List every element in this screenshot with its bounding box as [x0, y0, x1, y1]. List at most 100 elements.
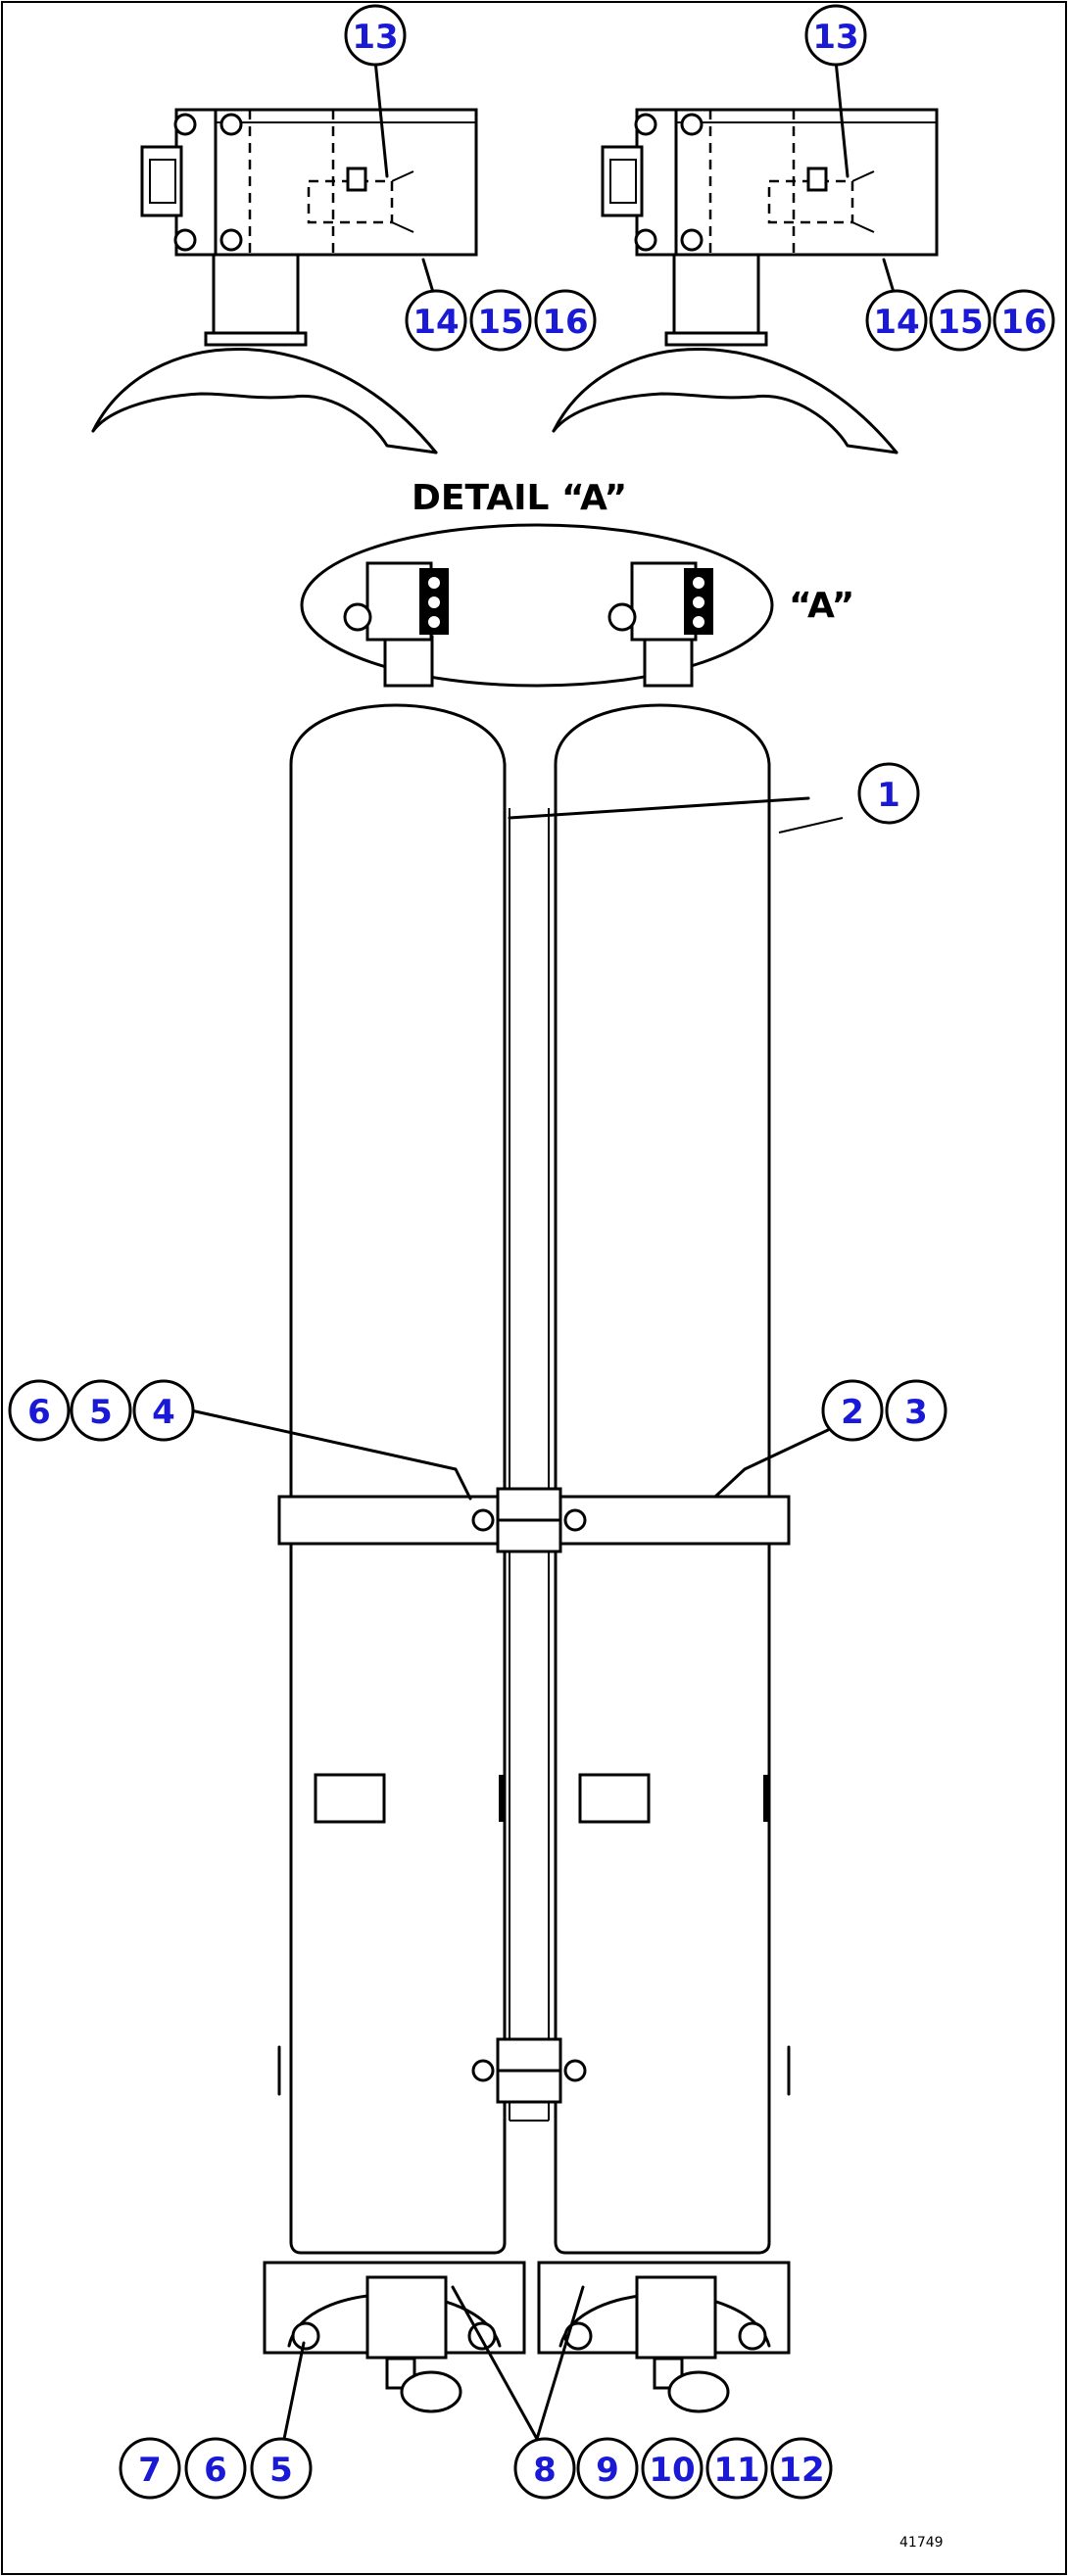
valve-port-marks-right [851, 170, 875, 233]
base-bolt-left-1 [291, 2321, 320, 2351]
callout-16-left: 16 [534, 289, 597, 352]
callout-8: 8 [513, 2437, 576, 2500]
tank-valve-bolt-right-2 [693, 596, 704, 608]
tank-left [289, 561, 507, 2255]
base-bolt-left-2 [467, 2321, 497, 2351]
leader-1-tail [778, 817, 844, 834]
valve-pin-right [806, 167, 828, 192]
callout-2: 2 [821, 1379, 884, 1442]
bolt-head-right-1 [634, 113, 657, 136]
base-valve-right [635, 2275, 717, 2360]
callout-number: 1 [877, 776, 900, 815]
tank-right [554, 561, 771, 2255]
callout-number: 7 [138, 2451, 162, 2490]
callout-15-left: 15 [469, 289, 532, 352]
callout-15-right: 15 [929, 289, 992, 352]
detail-a-ref-label: “A” [789, 586, 854, 626]
tank-mark-right [763, 1775, 769, 1822]
leader-13-left [373, 59, 389, 178]
valve-detail-left [91, 59, 478, 454]
callout-16-right: 16 [993, 289, 1055, 352]
callout-number: 10 [649, 2451, 695, 2490]
callout-number: 14 [873, 303, 919, 342]
callout-number: 5 [89, 1393, 113, 1432]
base-bracket-right [537, 2261, 791, 2413]
callout-14-right: 14 [865, 289, 928, 352]
lower-clamp-bolt-left [471, 2059, 495, 2082]
leader-1 [508, 796, 810, 820]
lower-clamp-bolt-right [563, 2059, 587, 2082]
callout-number: 8 [533, 2451, 557, 2490]
leader-13-right [834, 59, 850, 178]
tank-break-line-left [91, 392, 438, 454]
callout-number: 3 [904, 1393, 928, 1432]
base-valve-left [365, 2275, 448, 2360]
tank-neck-right [643, 635, 694, 688]
leader-2 [713, 1428, 830, 1499]
callout-1: 1 [857, 762, 920, 825]
callout-group: 13 14 15 16 13 14 15 16 1 6 5 4 2 3 7 6 … [8, 4, 1055, 2500]
base-bolt-right-1 [563, 2321, 593, 2351]
valve-neck-right [672, 248, 760, 342]
leader-4 [189, 1408, 472, 1501]
figure-ref: 41749 [899, 2535, 944, 2551]
callout-number: 15 [477, 303, 523, 342]
valve-detail-right [552, 59, 939, 454]
upper-clamp-bolt-right [563, 1508, 587, 1532]
callout-number: 15 [937, 303, 983, 342]
callout-6-upper: 6 [8, 1379, 71, 1442]
tank-valve-bolt-left-3 [428, 616, 440, 628]
callout-number: 6 [204, 2451, 227, 2490]
callout-6-lower: 6 [184, 2437, 247, 2500]
bolt-head-right-3 [680, 113, 704, 136]
callout-number: 14 [413, 303, 459, 342]
valve-collar-left [204, 331, 308, 347]
valve-port-marks-left [391, 170, 414, 233]
callout-number: 6 [27, 1393, 51, 1432]
base-fitting-cap-left [400, 2370, 462, 2413]
tank-label-left [314, 1773, 386, 1824]
callout-number: 16 [1000, 303, 1046, 342]
tank-top-curve-right [552, 347, 898, 454]
tank-shell-left [289, 703, 507, 2255]
tank-top-curve-left [91, 347, 438, 454]
tank-label-right [578, 1773, 651, 1824]
tank-valve-bolt-left-2 [428, 596, 440, 608]
bolt-head-left-4 [219, 228, 243, 252]
valve-pin-left [346, 167, 367, 192]
callout-number: 16 [542, 303, 588, 342]
callout-5-upper: 5 [70, 1379, 132, 1442]
callout-number: 12 [778, 2451, 824, 2490]
bolt-head-right-2 [634, 228, 657, 252]
callout-number: 13 [812, 18, 858, 57]
callout-number: 9 [596, 2451, 619, 2490]
upper-clamp-bolt-left [471, 1508, 495, 1532]
callout-number: 5 [269, 2451, 293, 2490]
callout-number: 13 [352, 18, 398, 57]
callout-11: 11 [705, 2437, 768, 2500]
bolt-head-left-1 [173, 113, 197, 136]
tank-break-line-right [552, 392, 898, 454]
tank-knob-right [607, 602, 637, 632]
upper-clamp [277, 1487, 791, 1553]
tank-knob-left [343, 602, 372, 632]
handwheel-inner-right [609, 159, 637, 204]
callout-9: 9 [576, 2437, 639, 2500]
handwheel-inner-left [149, 159, 176, 204]
callout-12: 12 [770, 2437, 833, 2500]
valve-neck-left [212, 248, 300, 342]
callout-7: 7 [119, 2437, 181, 2500]
detail-a-title: DETAIL “A” [412, 478, 627, 518]
base-bolt-right-2 [738, 2321, 767, 2351]
callout-5-lower: 5 [250, 2437, 313, 2500]
tank-neck-left [383, 635, 434, 688]
callout-14-left: 14 [405, 289, 467, 352]
detail-a-ellipse [300, 523, 774, 688]
bolt-head-left-2 [173, 228, 197, 252]
bolt-head-left-3 [219, 113, 243, 136]
callout-number: 4 [152, 1393, 175, 1432]
tank-valve-bolt-right-1 [693, 577, 704, 589]
